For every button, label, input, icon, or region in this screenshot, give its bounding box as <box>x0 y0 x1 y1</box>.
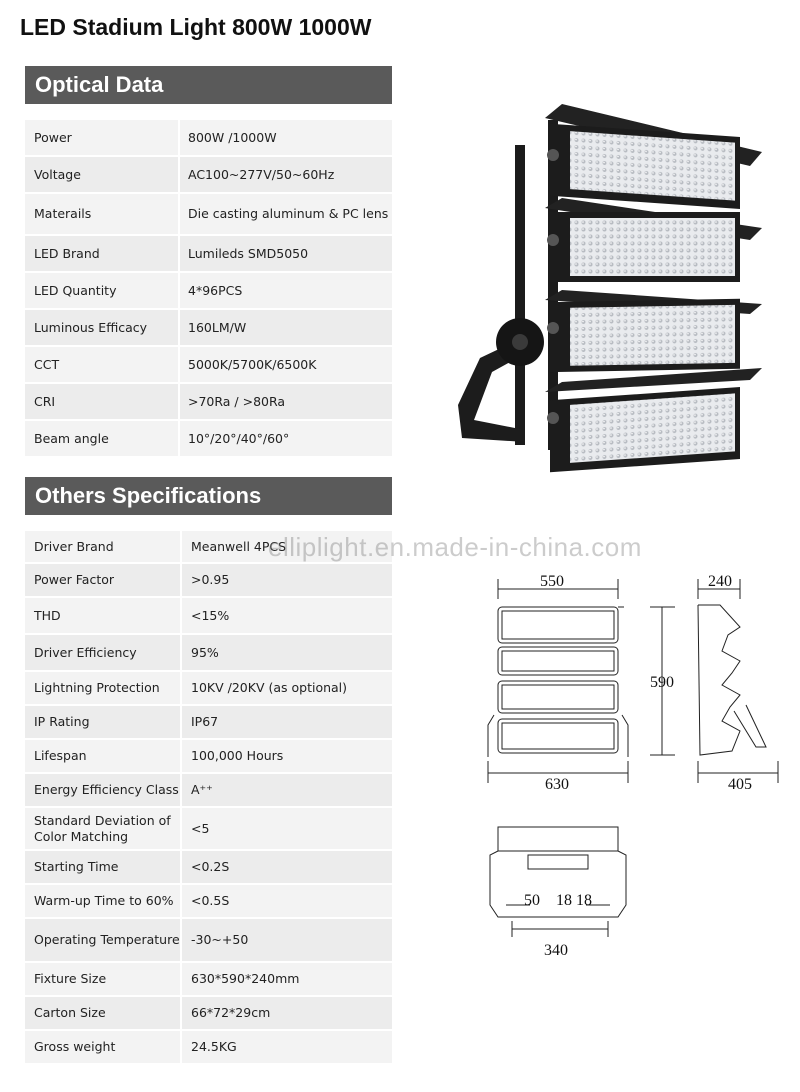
spec-label: Lifespan <box>25 740 182 772</box>
others-specifications-table: Driver Brand Meanwell 4PCS Power Factor >0.… <box>25 531 392 1065</box>
dim-550: 550 <box>540 573 564 590</box>
table-row: Driver Brand Meanwell 4PCS <box>25 531 392 564</box>
spec-value: Die casting aluminum & PC lens <box>188 206 389 221</box>
spec-value: >70Ra / >80Ra <box>188 393 286 409</box>
spec-value: >0.95 <box>191 572 230 587</box>
table-row: Lifespan 100,000 Hours <box>25 740 392 774</box>
dim-630: 630 <box>545 776 569 793</box>
spec-label: LED Brand <box>25 236 180 271</box>
table-row: Fixture Size 630*590*240mm <box>25 963 392 997</box>
table-row: Lightning Protection 10KV /20KV (as optio… <box>25 672 392 706</box>
spec-value: AC100~277V/50~60Hz <box>188 166 335 182</box>
dim-18-a: 18 <box>556 892 572 909</box>
dim-405: 405 <box>728 776 752 793</box>
spec-label: LED Quantity <box>25 273 180 308</box>
spec-label: Fixture Size <box>25 963 182 995</box>
spec-label: Beam angle <box>25 421 180 456</box>
table-row: LED Quantity 4*96PCS <box>25 273 392 310</box>
spec-value: 10KV /20KV (as optional) <box>191 680 348 695</box>
table-row: Beam angle 10°/20°/40°/60° <box>25 421 392 458</box>
others-specifications-header: Others Specifications <box>25 477 392 515</box>
spec-label: Materails <box>25 194 180 234</box>
table-row: Driver Efficiency 95% <box>25 635 392 672</box>
spec-value: A⁺⁺ <box>191 782 213 797</box>
spec-value: 800W /1000W <box>188 129 277 145</box>
table-row: Power Factor >0.95 <box>25 564 392 598</box>
frame-bar-left <box>515 145 525 445</box>
led-module-1 <box>545 104 762 209</box>
spec-label: Warm-up Time to 60% <box>25 885 182 917</box>
spec-label: Operating Temperature <box>25 919 182 961</box>
table-row: Operating Temperature -30~+50 <box>25 919 392 963</box>
spec-label: Voltage <box>25 157 180 192</box>
front-view <box>487 579 629 783</box>
table-row: Luminous Efficacy 160LM/W <box>25 310 392 347</box>
page-title: LED Stadium Light 800W 1000W <box>20 14 372 40</box>
dim-240: 240 <box>708 573 732 590</box>
spec-label: Power <box>25 120 180 155</box>
spec-label: Driver Brand <box>25 531 182 562</box>
table-row: Voltage AC100~277V/50~60Hz <box>25 157 392 194</box>
spec-label: Starting Time <box>25 851 182 883</box>
spec-label: CCT <box>25 347 180 382</box>
led-module-2 <box>545 198 762 282</box>
table-row: Power 800W /1000W <box>25 120 392 157</box>
optical-data-header: Optical Data <box>25 66 392 104</box>
table-row: CRI >70Ra / >80Ra <box>25 384 392 421</box>
table-row: LED Brand Lumileds SMD5050 <box>25 236 392 273</box>
dimension-drawing: 550 630 590 240 405 50 18 18 340 <box>487 573 779 959</box>
spec-value: 5000K/5700K/6500K <box>188 356 317 372</box>
table-row: Warm-up Time to 60% <0.5S <box>25 885 392 919</box>
spec-label: Energy Efficiency Class <box>25 774 182 806</box>
spec-value: 160LM/W <box>188 319 247 335</box>
optical-data-table: Power 800W /1000W Voltage AC100~277V/50~60H… <box>25 120 392 458</box>
spec-value: <0.2S <box>191 859 230 874</box>
table-row: THD <15% <box>25 598 392 635</box>
spec-label: CRI <box>25 384 180 419</box>
spec-value: 630*590*240mm <box>191 971 300 986</box>
spec-label: Lightning Protection <box>25 672 182 704</box>
height-dimension <box>650 606 675 756</box>
spec-value: -30~+50 <box>191 932 249 947</box>
spec-value: 10°/20°/40°/60° <box>188 430 290 446</box>
spec-value: 24.5KG <box>191 1039 237 1054</box>
table-row: Standard Deviation of Color Matching <5 <box>25 808 392 851</box>
spec-value: 66*72*29cm <box>191 1005 271 1020</box>
spec-value: 4*96PCS <box>188 282 243 298</box>
dim-50: 50 <box>524 892 540 909</box>
spec-value: Meanwell 4PCS <box>191 538 287 554</box>
spec-label: Standard Deviation of Color Matching <box>25 808 182 849</box>
led-module-4 <box>545 368 762 473</box>
table-row: Carton Size 66*72*29cm <box>25 997 392 1031</box>
spec-value: <0.5S <box>191 893 230 908</box>
spec-label: Driver Efficiency <box>25 635 182 670</box>
spec-label: Luminous Efficacy <box>25 310 180 345</box>
bottom-view <box>489 826 627 937</box>
spec-label: Gross weight <box>25 1031 182 1063</box>
spec-label: Power Factor <box>25 564 182 596</box>
dim-590: 590 <box>650 674 674 691</box>
table-row: IP Rating IP67 <box>25 706 392 740</box>
dim-340: 340 <box>544 942 568 959</box>
spec-value: Lumileds SMD5050 <box>188 245 309 261</box>
spec-value: <15% <box>191 607 230 623</box>
table-row: Starting Time <0.2S <box>25 851 392 885</box>
table-row: Gross weight 24.5KG <box>25 1031 392 1065</box>
product-image <box>458 104 762 473</box>
led-module-3 <box>545 290 762 373</box>
side-view <box>697 579 779 783</box>
dim-18-b: 18 <box>576 892 592 909</box>
table-row: CCT 5000K/5700K/6500K <box>25 347 392 384</box>
spec-value: 95% <box>191 644 219 660</box>
table-row: Energy Efficiency Class A⁺⁺ <box>25 774 392 808</box>
spec-label: THD <box>25 598 182 633</box>
table-row: Materails Die casting aluminum & PC lens <box>25 194 392 236</box>
watermark: elliplight.en.made-in-china.com <box>268 532 642 562</box>
spec-label: Carton Size <box>25 997 182 1029</box>
frame-bar-right <box>548 120 558 450</box>
spec-label: IP Rating <box>25 706 182 738</box>
spec-value: IP67 <box>191 714 219 729</box>
spec-value: 100,000 Hours <box>191 748 284 763</box>
spec-value: <5 <box>191 820 210 836</box>
